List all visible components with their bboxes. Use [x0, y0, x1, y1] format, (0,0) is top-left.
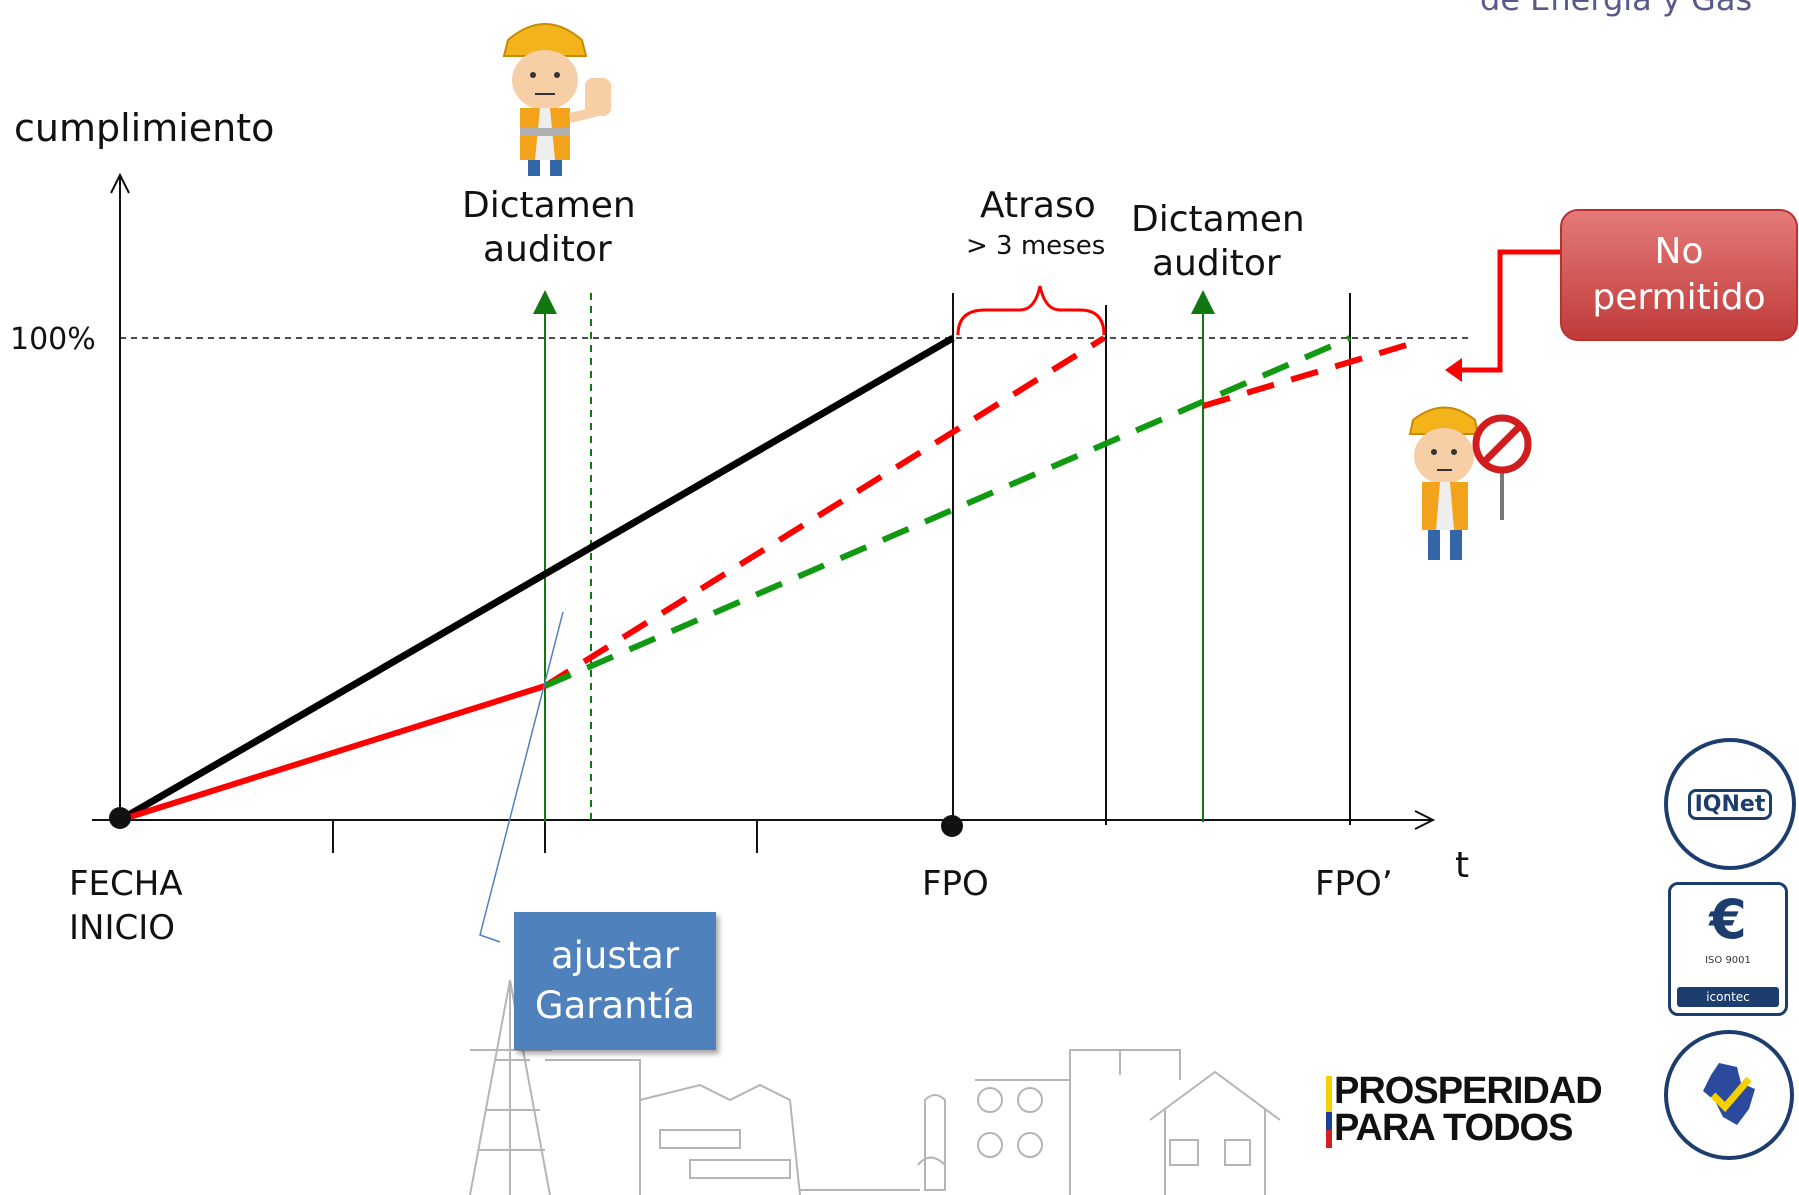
actual-progress-line [119, 683, 546, 823]
atraso-sub-label: > 3 meses [966, 231, 1106, 261]
fecha-inicio-label-1: FECHA [69, 864, 183, 904]
ajustar-garantia-callout: ajustar Garantía [514, 912, 716, 1050]
callout-pointer [479, 611, 564, 943]
prosperidad-line2: PARA TODOS [1334, 1107, 1573, 1149]
y-axis [110, 172, 130, 820]
x-axis-label: t [1455, 845, 1470, 886]
start-point [109, 807, 131, 829]
dictamen-1-line1: Dictamen [462, 185, 636, 226]
x-axis [92, 810, 1436, 853]
planned-progress-line [118, 334, 955, 824]
prosperidad-line1: PROSPERIDAD [1334, 1070, 1603, 1112]
ajustar-line2: Garantía [534, 984, 696, 1027]
fpo-label: FPO [922, 864, 989, 904]
infrastructure-outline-icon [469, 979, 1281, 1195]
fecha-inicio-label-2: INICIO [69, 908, 176, 948]
fpo-point [941, 815, 963, 837]
icontec-text: icontec [1677, 987, 1779, 1007]
delay-brace [956, 285, 1106, 336]
dictamen-2-line1: Dictamen [1131, 199, 1305, 240]
dictamen-1-line2: auditor [483, 229, 612, 270]
brand-header-text: de Energía y Gas [1480, 0, 1752, 18]
colombia-flag-bar [1326, 1076, 1332, 1148]
icontec-certification-seal: € ISO 9001 icontec [1668, 882, 1788, 1016]
fpo-prime-label: FPO’ [1315, 864, 1393, 904]
no-permitido-line1: No [1654, 231, 1704, 272]
y-tick-100: 100% [10, 322, 96, 357]
atraso-label: Atraso [980, 185, 1096, 226]
delayed-projection-line [543, 335, 1106, 689]
no-permitido-line2: permitido [1592, 277, 1766, 318]
worker-stop-hand-icon [502, 23, 611, 176]
prohibited-pointer-arrow [1445, 249, 1560, 382]
dictamen-2-line2: auditor [1152, 243, 1281, 284]
colombia-map-icon [1703, 1063, 1755, 1125]
no-permitido-box: No permitido [1560, 209, 1798, 341]
iso-text: ISO 9001 [1705, 955, 1751, 966]
iqnet-certification-seal: IQNet [1664, 738, 1796, 870]
adjusted-projection-line [543, 335, 1352, 689]
y-axis-label: cumplimiento [14, 106, 275, 150]
iqnet-text: IQNet [1687, 788, 1773, 820]
ajustar-line1: ajustar [550, 934, 680, 977]
worker-prohibited-sign-icon [1408, 406, 1532, 560]
not-allowed-projection-line [1202, 338, 1421, 409]
colombia-quality-seal [1664, 1030, 1794, 1160]
prosperidad-logo: PROSPERIDAD PARA TODOS [1326, 1070, 1603, 1149]
icontec-mark-icon: € [1709, 888, 1747, 951]
